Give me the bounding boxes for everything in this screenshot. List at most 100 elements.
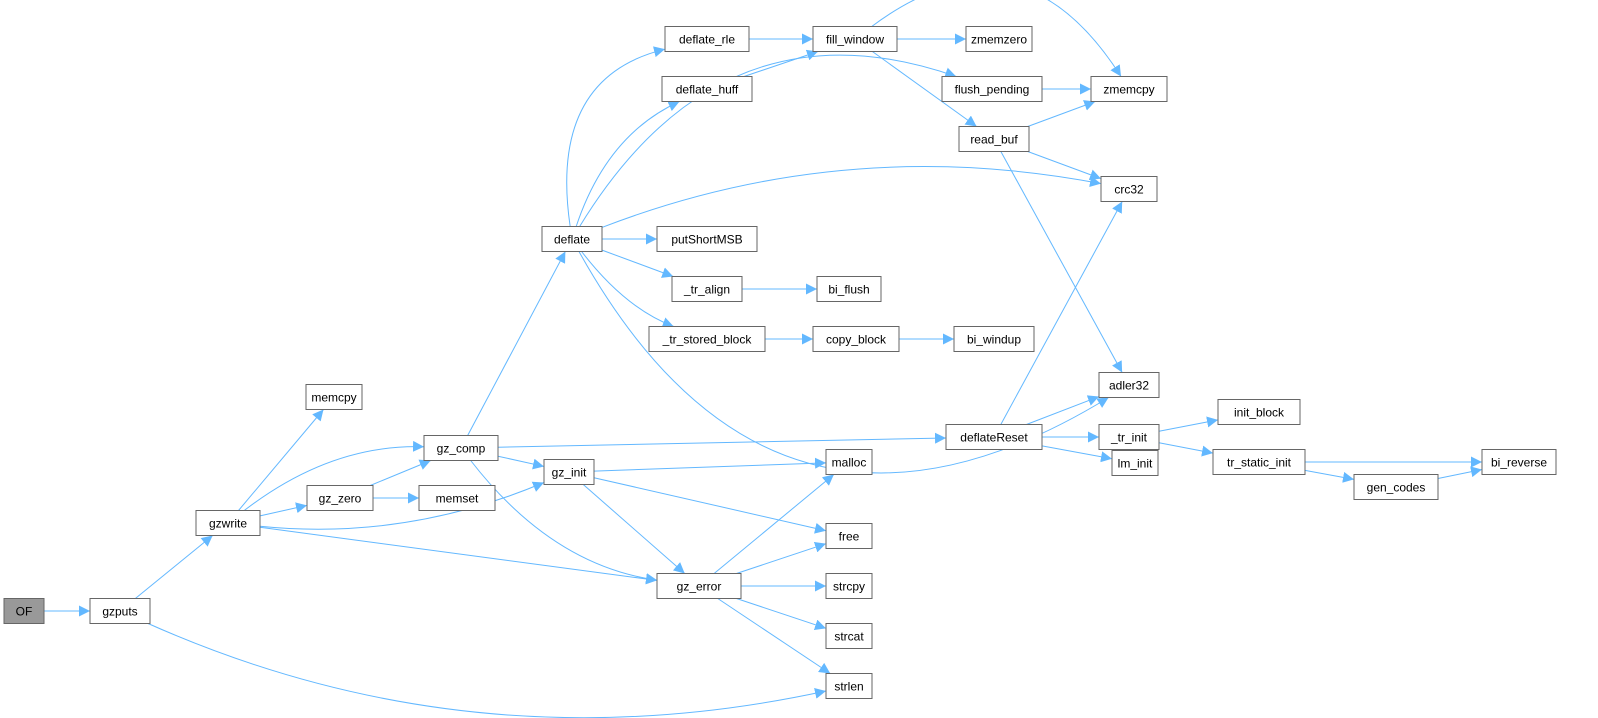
edge-deflate-to-crc32 [601,166,1102,228]
node-box [825,573,873,599]
edge-deflate-huff-to-fill-window [743,49,819,77]
node-fill-window[interactable]: fill_window [812,26,898,52]
nodes-layer: OF gzputs gzwrite memcpy gz_comp gz_zero memse… [3,26,1557,699]
node-label: memcpy [311,391,356,405]
node-flush-pending[interactable]: flush_pending [941,76,1043,102]
node-label: _tr_stored_block [662,333,753,347]
node-label: copy_block [826,333,887,347]
node-label: strcat [834,630,864,644]
node-tr-align[interactable]: _tr_align [671,276,743,302]
node-deflatereset[interactable]: deflateReset [945,424,1043,450]
node-gen-codes[interactable]: gen_codes [1353,474,1439,500]
edge-deflatereset-to-crc32 [1000,201,1123,425]
node-bi-windup[interactable]: bi_windup [953,326,1035,352]
node-box [941,76,1043,102]
node-label: strlen [834,680,863,694]
node-box [825,623,873,649]
node-box [3,598,45,624]
node-box [661,76,753,102]
node-strlen[interactable]: strlen [825,673,873,699]
edge-gzwrite-to-gz-comp [243,440,425,511]
node-label: OF [16,605,33,619]
node-crc32[interactable]: crc32 [1100,176,1158,202]
node-box [1098,372,1160,398]
node-label: gz_comp [437,442,486,456]
node-gzputs[interactable]: gzputs [89,598,151,624]
node-label: gzwrite [209,517,247,531]
node-label: init_block [1234,406,1285,420]
edge-gzwrite-to-gz-init [259,481,545,530]
node-copy-block[interactable]: copy_block [812,326,900,352]
edge-gz-init-to-gz-error [582,484,686,574]
node-adler32[interactable]: adler32 [1098,372,1160,398]
node-label: gz_init [552,466,587,480]
node-box [423,435,499,461]
edge-gz-error-to-free [736,541,827,574]
node-box [1217,399,1301,425]
node-bi-reverse[interactable]: bi_reverse [1481,449,1557,475]
node-box [1481,449,1557,475]
edge-tr-static-init-to-gen-codes [1304,469,1355,483]
edge-read-buf-to-zmemcpy [1027,100,1096,127]
node-box [306,485,374,511]
node-label: gz_error [677,580,722,594]
node-box [965,26,1033,52]
node-label: strcpy [833,580,865,594]
edge-gz-error-to-malloc [713,474,835,574]
node-tr-stored-block[interactable]: _tr_stored_block [648,326,766,352]
node-tr-init[interactable]: _tr_init [1098,424,1160,450]
node-zmemzero[interactable]: zmemzero [965,26,1033,52]
node-init-block[interactable]: init_block [1217,399,1301,425]
node-box [945,424,1043,450]
node-of[interactable]: OF [3,598,45,624]
node-free[interactable]: free [825,523,873,549]
node-label: lm_init [1118,457,1153,471]
edge-gzwrite-to-memcpy [238,409,324,511]
node-memset[interactable]: memset [418,485,496,511]
edge-gz-comp-to-gz-init [497,455,545,470]
node-strcpy[interactable]: strcpy [825,573,873,599]
node-box [671,276,743,302]
node-gz-zero[interactable]: gz_zero [306,485,374,511]
node-label: deflate_huff [676,83,739,97]
edge-gzwrite-to-gz-zero [259,502,308,517]
node-box [543,459,595,485]
edge-fill-window-to-read-buf [872,51,977,127]
node-zmemcpy[interactable]: zmemcpy [1090,76,1168,102]
node-deflate[interactable]: deflate [541,226,603,252]
node-gz-comp[interactable]: gz_comp [423,435,499,461]
node-box [958,126,1030,152]
node-bi-flush[interactable]: bi_flush [816,276,882,302]
edge-deflate-to-tr-stored-block [581,251,674,328]
node-label: fill_window [826,33,884,47]
node-strcat[interactable]: strcat [825,623,873,649]
node-malloc[interactable]: malloc [825,449,873,475]
node-gzwrite[interactable]: gzwrite [195,510,261,536]
node-gz-init[interactable]: gz_init [543,459,595,485]
node-box [1212,449,1306,475]
edge-tr-init-to-init-block [1158,416,1219,432]
edge-deflatereset-to-adler32 [1026,395,1100,425]
node-deflate-rle[interactable]: deflate_rle [664,26,750,52]
edge-gz-error-to-strlen [717,598,831,674]
node-lm-init[interactable]: lm_init [1111,450,1159,476]
node-tr-static-init[interactable]: tr_static_init [1212,449,1306,475]
node-read-buf[interactable]: read_buf [958,126,1030,152]
edge-gz-comp-to-deflate [467,251,566,436]
node-box [195,510,261,536]
node-gz-error[interactable]: gz_error [656,573,742,599]
node-label: read_buf [970,133,1018,147]
node-box [89,598,151,624]
node-memcpy[interactable]: memcpy [305,384,363,410]
node-label: gzputs [102,605,137,619]
node-putshortmsb[interactable]: putShortMSB [656,226,758,252]
node-box [664,26,750,52]
edge-deflate-to-deflate-rle [566,46,666,227]
edge-read-buf-to-adler32 [1000,151,1123,373]
edge-deflate-to-flush-pending [579,54,957,227]
edge-gz-zero-to-gz-comp [370,459,431,486]
edge-deflate-to-deflate-huff [575,101,680,227]
node-label: bi_flush [828,283,869,297]
node-deflate-huff[interactable]: deflate_huff [661,76,753,102]
